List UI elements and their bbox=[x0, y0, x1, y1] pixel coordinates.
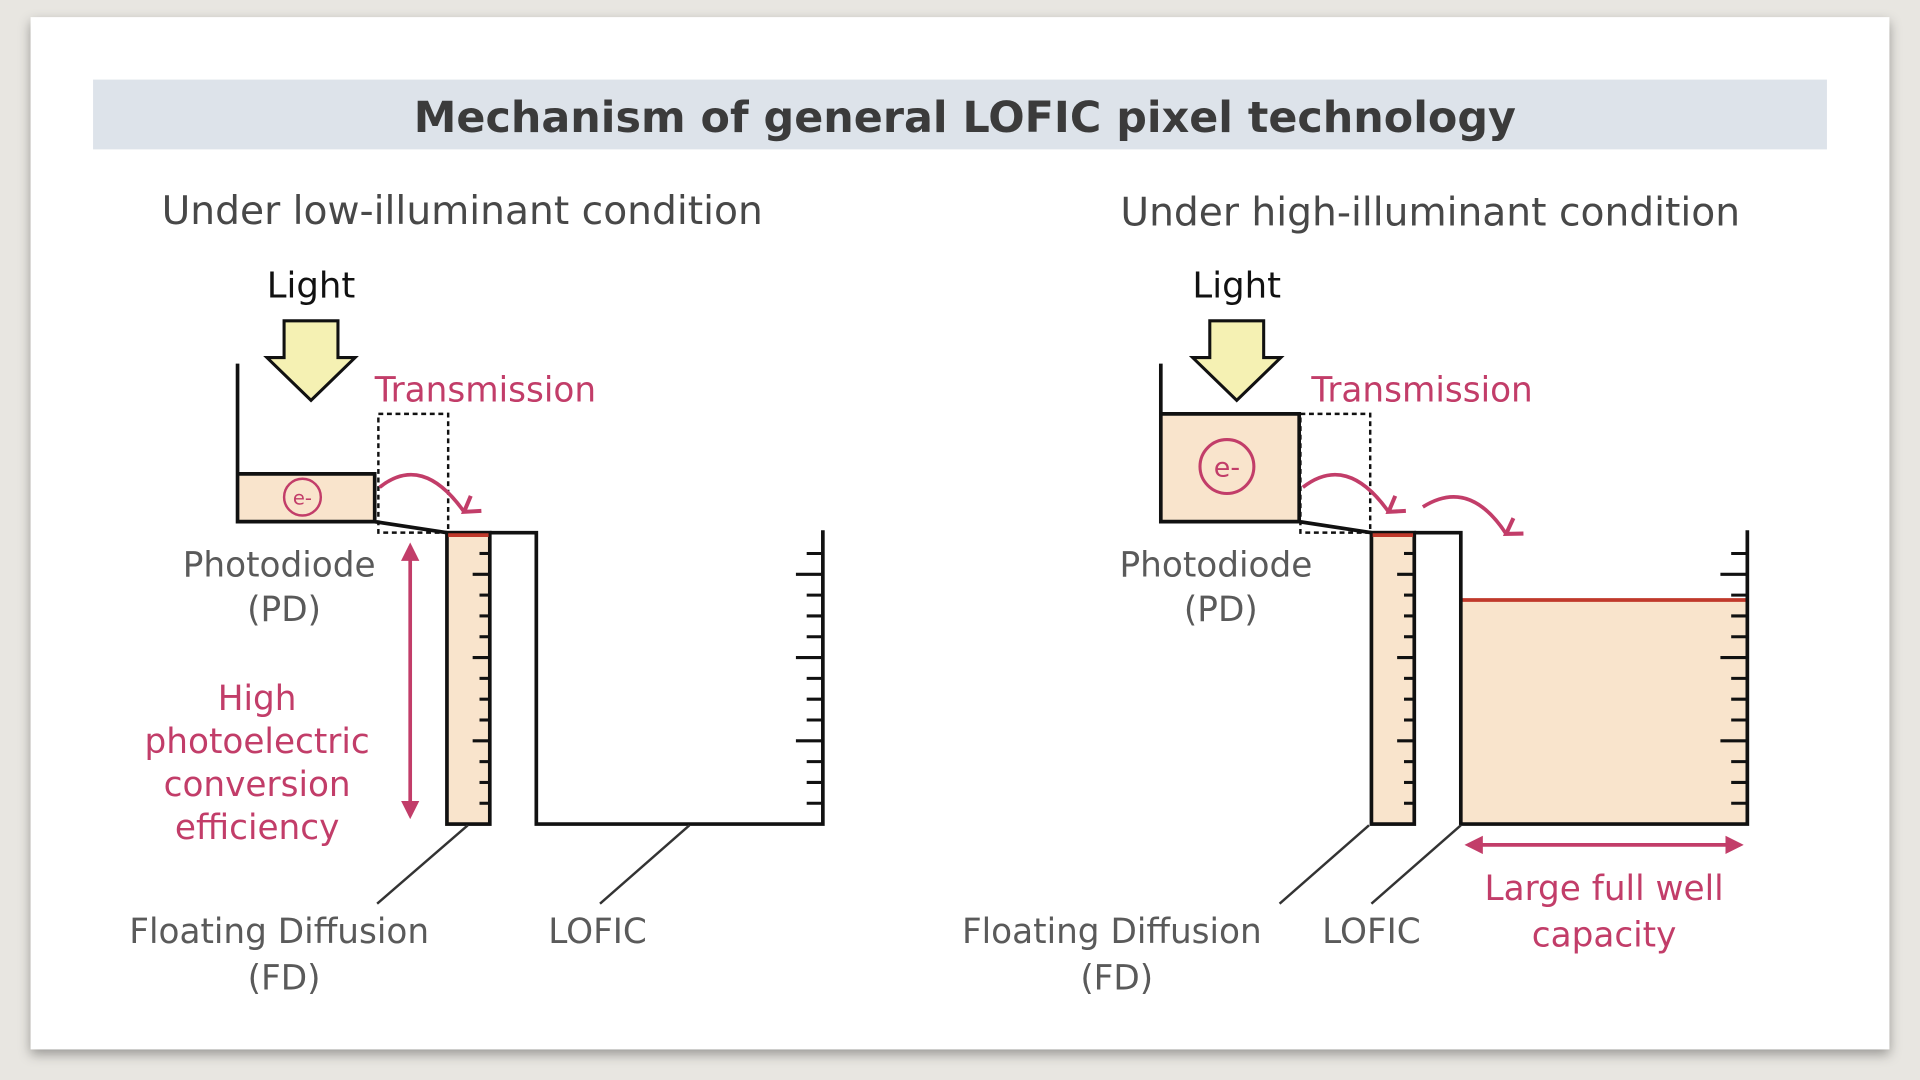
light-arrow-icon bbox=[1188, 319, 1285, 403]
light-arrow-icon bbox=[263, 319, 359, 403]
fd-label: Floating Diffusion bbox=[962, 912, 1262, 952]
diagram-title: Mechanism of general LOFIC pixel technol… bbox=[414, 93, 1516, 143]
title-bar bbox=[93, 79, 1827, 150]
photodiode-charge bbox=[1160, 413, 1300, 522]
slide-card bbox=[30, 17, 1890, 1050]
electron-icon bbox=[282, 477, 323, 517]
photodiode-abbr: (PD) bbox=[247, 590, 321, 630]
efficiency-line-1: High bbox=[218, 679, 297, 719]
light-label: Light bbox=[1192, 266, 1281, 307]
lofic-scale bbox=[795, 551, 823, 805]
high-illuminant-panel: Under high-illuminant condition Light Tr… bbox=[962, 190, 1750, 998]
fd-leader-line bbox=[1278, 824, 1370, 905]
photodiode-well bbox=[1158, 363, 1372, 535]
lofic-label: LOFIC bbox=[548, 912, 647, 952]
electron-icon bbox=[1198, 438, 1256, 495]
transmission-label: Transmission bbox=[374, 371, 596, 411]
transfer-gate-outline bbox=[377, 412, 450, 534]
lofic-well bbox=[1414, 530, 1750, 826]
electron-label: e- bbox=[1214, 452, 1240, 483]
transfer-arrow-icon bbox=[378, 472, 464, 512]
panel-heading: Under low-illuminant condition bbox=[162, 189, 763, 234]
overflow-arrow-icon bbox=[1421, 495, 1506, 534]
lofic-leader-line bbox=[1370, 824, 1462, 905]
lofic-label: LOFIC bbox=[1322, 912, 1421, 952]
efficiency-line-4: efficiency bbox=[175, 808, 340, 848]
lofic-well bbox=[489, 530, 825, 826]
photodiode-label: Photodiode bbox=[1120, 546, 1313, 586]
photodiode-label: Photodiode bbox=[183, 546, 376, 586]
efficiency-line-2: photoelectric bbox=[145, 722, 370, 762]
low-illuminant-panel: Under low-illuminant condition Light Tra… bbox=[129, 189, 825, 998]
capacity-line-2: capacity bbox=[1532, 916, 1677, 956]
transfer-gate-outline bbox=[1299, 412, 1372, 534]
lofic-charge bbox=[1460, 600, 1748, 825]
fd-label: Floating Diffusion bbox=[129, 912, 429, 952]
fd-leader-line bbox=[376, 824, 469, 905]
transfer-arrow-icon bbox=[1301, 472, 1389, 512]
fd-scale bbox=[1397, 551, 1415, 805]
photodiode-well bbox=[235, 363, 448, 535]
capacity-line-1: Large full well bbox=[1484, 869, 1723, 909]
fd-scale bbox=[472, 551, 490, 805]
photodiode-charge bbox=[237, 473, 375, 522]
fd-abbr: (FD) bbox=[248, 958, 321, 998]
transmission-label: Transmission bbox=[1310, 371, 1532, 411]
fd-abbr: (FD) bbox=[1080, 958, 1153, 998]
electron-label: e- bbox=[293, 486, 312, 509]
photodiode-abbr: (PD) bbox=[1184, 590, 1258, 630]
efficiency-line-3: conversion bbox=[164, 765, 351, 805]
lofic-leader-line bbox=[599, 824, 691, 905]
lofic-scale bbox=[1720, 551, 1748, 805]
panel-heading: Under high-illuminant condition bbox=[1120, 190, 1740, 235]
light-label: Light bbox=[267, 266, 356, 307]
